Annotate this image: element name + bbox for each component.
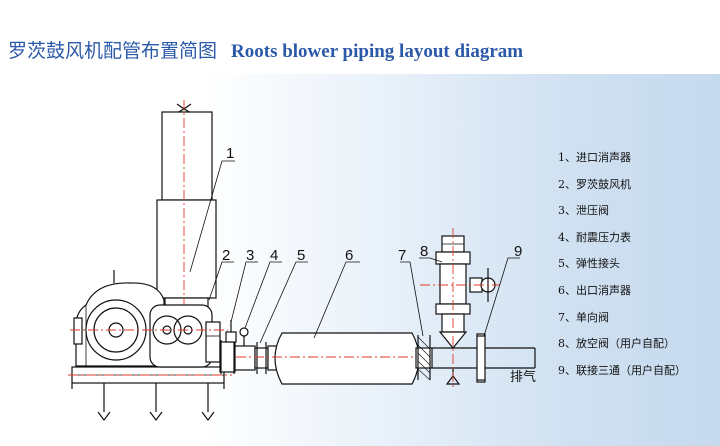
outlet-label: 排气 xyxy=(510,369,536,385)
legend-item-4: 4、耐震压力表 xyxy=(558,230,631,244)
connecting-tee xyxy=(476,333,486,383)
callout-6: 6 xyxy=(345,247,353,264)
callout-7: 7 xyxy=(398,247,406,264)
callout-5: 5 xyxy=(297,247,305,264)
callout-2: 2 xyxy=(222,247,230,264)
legend-item-7: 7、单向阀 xyxy=(558,310,609,324)
callout-1: 1 xyxy=(226,145,234,162)
outlet-pipe xyxy=(219,320,281,374)
legend-item-8: 8、放空阀（用户自配） xyxy=(558,337,675,351)
legend-item-2: 2、罗茨鼓风机 xyxy=(558,177,631,191)
title-chinese: 罗茨鼓风机配管布置简图 xyxy=(8,40,218,62)
legend-item-3: 3、泄压阀 xyxy=(558,204,609,218)
anchor-bolts xyxy=(97,383,215,421)
blow-off-valve xyxy=(420,228,500,390)
legend-item-9: 9、联接三通（用户自配） xyxy=(558,363,686,377)
check-valve xyxy=(415,335,433,381)
title-english: Roots blower piping layout diagram xyxy=(231,41,524,62)
callout-4: 4 xyxy=(270,247,278,264)
callout-3: 3 xyxy=(246,247,254,264)
component-legend: 1、进口消声器 2、罗茨鼓风机 3、泄压阀 4、耐震压力表 5、弹性接头 6、出… xyxy=(558,150,718,389)
legend-item-6: 6、出口消声器 xyxy=(558,283,631,297)
callout-8: 8 xyxy=(420,243,428,260)
page-title: 罗茨鼓风机配管布置简图 Roots blower piping layout d… xyxy=(8,36,523,62)
callout-leaders xyxy=(189,160,520,344)
legend-item-5: 5、弹性接头 xyxy=(558,257,620,271)
base-frame xyxy=(68,366,232,389)
roots-blower xyxy=(149,304,221,368)
callout-9: 9 xyxy=(514,243,522,260)
inlet-silencer xyxy=(156,100,217,320)
outlet-silencer xyxy=(274,332,420,385)
legend-item-1: 1、进口消声器 xyxy=(558,151,631,164)
